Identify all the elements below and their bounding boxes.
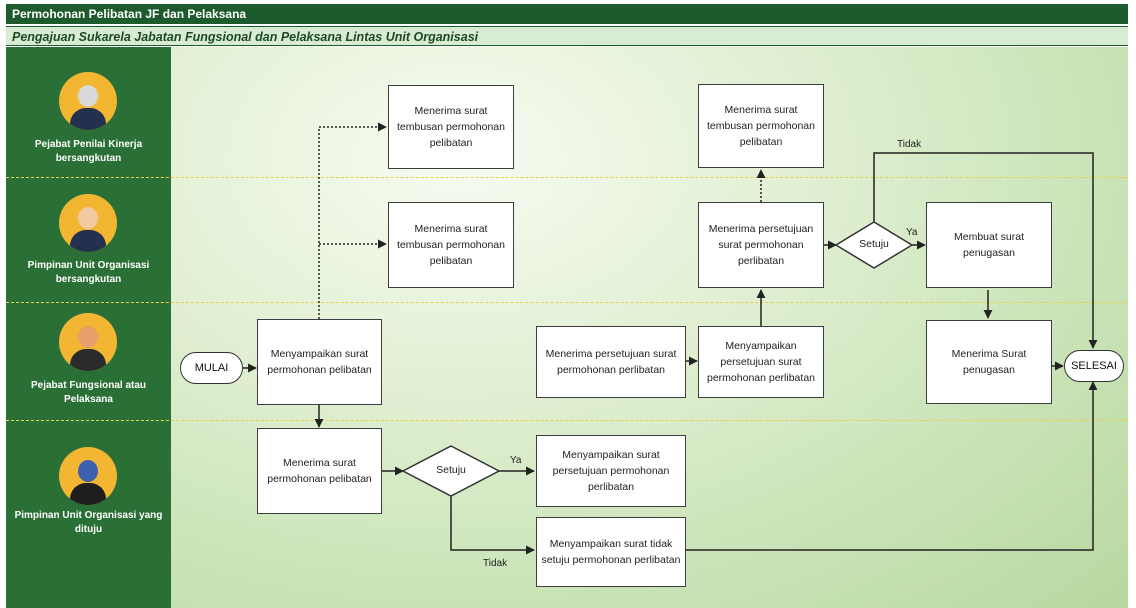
decision-1-label: Setuju [436,464,466,476]
node-receive-assignment: Menerima Surat penugasan [926,320,1052,404]
node-send-approval: Menyampaikan surat persetujuan permohona… [536,435,686,507]
node-receive-copy-2: Menerima surat tembusan permohonan pelib… [388,202,514,288]
lane-separator [6,302,1128,303]
lane-separator [6,420,1128,421]
end-node: SELESAI [1064,350,1124,382]
node-receive-copy-1: Menerima surat tembusan permohonan pelib… [388,85,514,169]
lane-sidebar: Pejabat Penilai Kinerja bersangkutan Pim… [6,47,171,608]
node-send-rejection: Menyampaikan surat tidak setuju permohon… [536,517,686,587]
decision-diamond-2 [834,221,914,269]
node-make-assignment: Membuat surat penugasan [926,202,1052,288]
page-subtitle: Pengajuan Sukarela Jabatan Fungsional da… [6,26,1128,46]
edge-label-no-2: Tidak [897,139,922,150]
node-receive-request: Menerima surat permohonan pelibatan [257,428,382,514]
lane-label-3: Pejabat Fungsional atau Pelaksana [30,380,147,405]
node-submit-request: Menyampaikan surat permohonan pelibatan [257,319,382,405]
lane-label-1: Pejabat Penilai Kinerja bersangkutan [34,139,143,164]
decision-diamond-1 [401,445,501,497]
start-node: MULAI [180,352,243,384]
lane-label-2: Pimpinan Unit Organisasi bersangkutan [27,260,150,285]
lane-label-4: Pimpinan Unit Organisasi yang dituju [14,510,163,535]
node-receive-copy-3: Menerima surat tembusan permohonan pelib… [698,84,824,168]
node-forward-approval: Menyampaikan persetujuan surat permohona… [698,326,824,398]
edge-label-yes-2: Ya [906,227,918,238]
node-receive-approval-puo: Menerima persetujuan surat permohonan pe… [698,202,824,288]
person-avatar-icon [59,447,117,505]
person-avatar-icon [59,313,117,371]
node-receive-approval-pf: Menerima persetujuan surat permohonan pe… [536,326,686,398]
edge-label-no-1: Tidak [483,558,508,569]
lane-separator [6,177,1128,178]
page-title: Permohonan Pelibatan JF dan Pelaksana [6,4,1128,24]
decision-2-label: Setuju [859,238,889,250]
person-avatar-icon [59,72,117,130]
edge-label-yes-1: Ya [510,455,522,466]
person-avatar-icon [59,194,117,252]
